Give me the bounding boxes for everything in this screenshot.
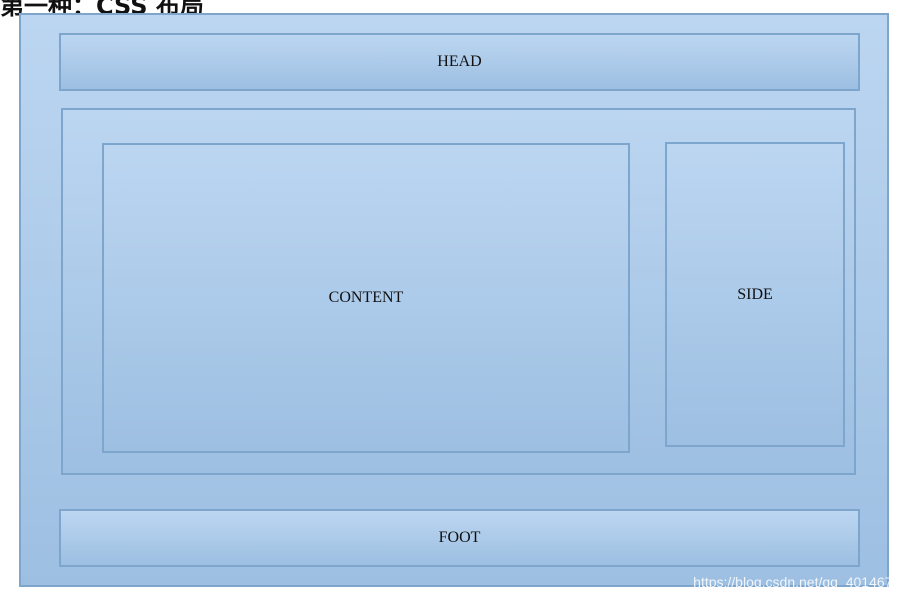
head-box: HEAD xyxy=(59,33,860,91)
content-label: CONTENT xyxy=(328,289,404,306)
foot-box: FOOT xyxy=(59,509,860,567)
content-box: CONTENT xyxy=(102,143,630,453)
foot-label: FOOT xyxy=(438,529,481,546)
side-box: SIDE xyxy=(665,142,845,447)
watermark-text: https://blog.csdn.net/qq_40146789 xyxy=(693,574,908,590)
head-label: HEAD xyxy=(437,53,482,70)
side-label: SIDE xyxy=(737,285,773,303)
